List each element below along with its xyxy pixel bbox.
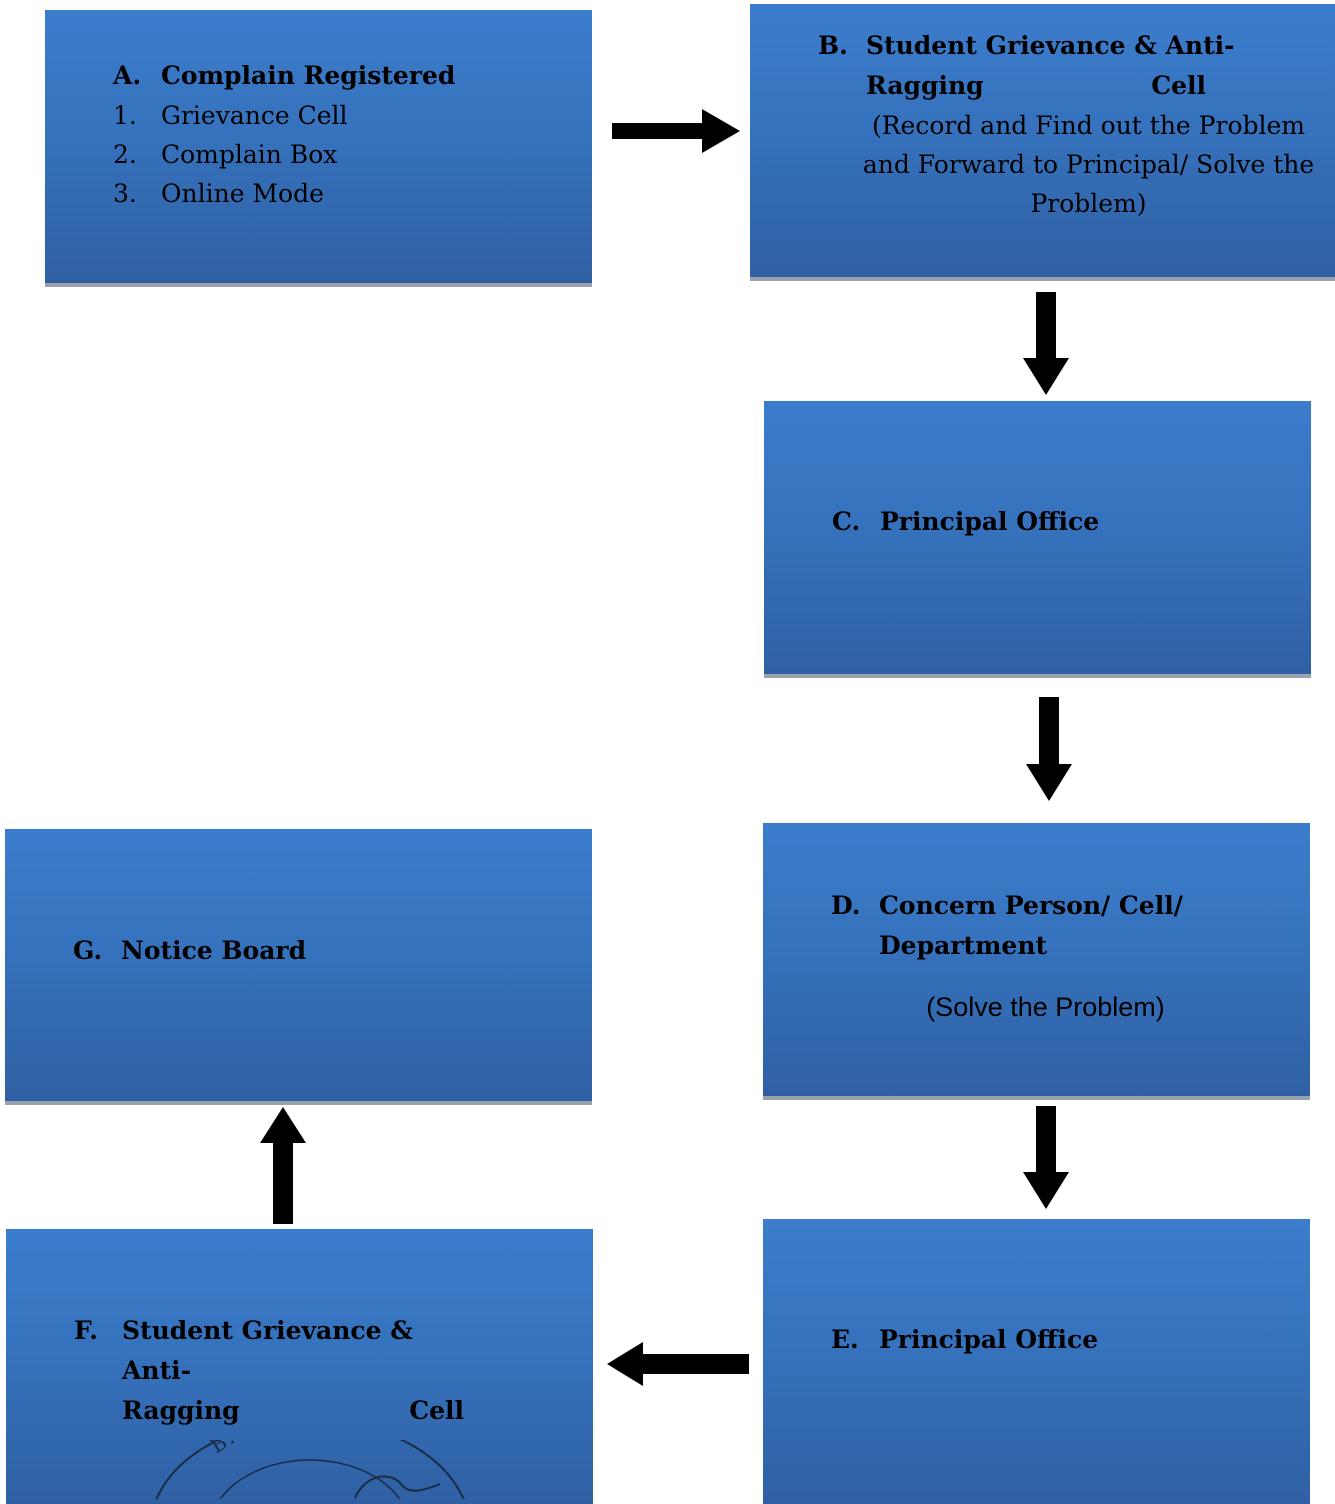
- box-c-principal-office: C. Principal Office: [764, 401, 1311, 678]
- arrow-left-e-to-f: [607, 1342, 749, 1386]
- svg-text:BANSIDHAR: BANSIDHAR: [206, 1440, 373, 1458]
- arrow-up-f-to-g: [260, 1107, 306, 1224]
- list-item: 1.Grievance Cell: [113, 101, 348, 130]
- box-f-title: F. Student Grievance & Anti- Ragging Cel…: [74, 1316, 464, 1425]
- arrow-right-a-to-b: [612, 109, 740, 153]
- arrow-down-d-to-e: [1023, 1106, 1069, 1209]
- box-c-title: C. Principal Office: [832, 507, 1100, 536]
- box-e-title: E. Principal Office: [831, 1325, 1099, 1354]
- box-b-grievance-cell: B. Student Grievance & Anti- Ragging Cel…: [750, 4, 1335, 281]
- box-g-title: G. Notice Board: [73, 936, 307, 965]
- arrow-down-c-to-d: [1026, 697, 1072, 801]
- box-a-items: 1.Grievance Cell 2.Complain Box 3.Online…: [113, 96, 592, 213]
- list-item: 3.Online Mode: [113, 179, 324, 208]
- box-d-note: (Solve the Problem): [926, 992, 1165, 1022]
- box-b-note: (Record and Find out the Problem and For…: [862, 111, 1315, 218]
- box-e-principal-office: E. Principal Office: [763, 1219, 1310, 1504]
- box-d-title: D. Concern Person/ Cell/ Department: [831, 891, 1183, 960]
- list-item: 2.Complain Box: [113, 140, 338, 169]
- box-f-grievance-cell: F. Student Grievance & Anti- Ragging Cel…: [6, 1229, 593, 1504]
- box-a-title: A. Complain Registered: [113, 61, 456, 90]
- box-g-notice-board: G. Notice Board: [5, 829, 592, 1105]
- seal-text: BANSIDHAR: [206, 1440, 370, 1458]
- arrow-down-b-to-c: [1023, 292, 1069, 395]
- college-seal-icon: BANSIDHAR: [155, 1440, 465, 1499]
- box-a-complain-registered: A. Complain Registered 1.Grievance Cell …: [45, 10, 592, 287]
- box-d-concern-person: D. Concern Person/ Cell/ Department (Sol…: [763, 823, 1310, 1100]
- box-b-title: B. Student Grievance & Anti- Ragging Cel…: [818, 31, 1235, 100]
